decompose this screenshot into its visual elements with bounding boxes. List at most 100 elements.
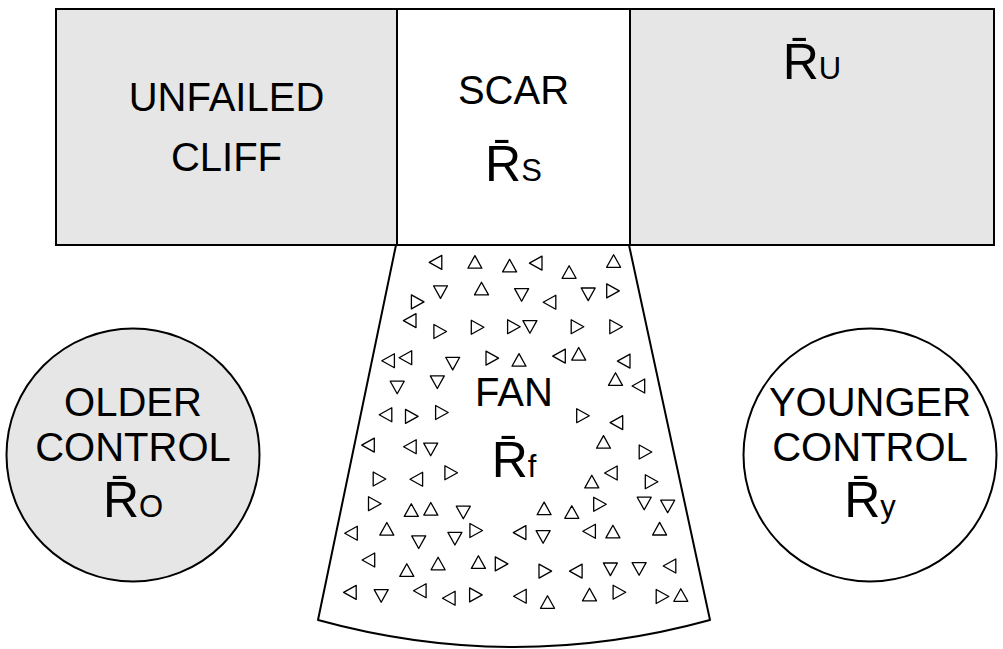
debris-fan: FAN R̄f [318,244,710,649]
debris-triangle [410,472,423,486]
debris-triangle [603,563,617,576]
debris-triangle [443,591,456,605]
debris-triangle [424,503,438,516]
debris-triangle [607,284,620,298]
debris-triangle [585,475,599,488]
control-circle: OLDER CONTROLR̄O [5,327,261,583]
debris-triangle [661,500,675,513]
debris-triangle [581,288,595,301]
debris-triangle [523,321,537,334]
debris-triangle [572,348,586,361]
debris-triangle [605,466,618,480]
debris-triangle [529,256,542,270]
debris-triangle [632,379,645,393]
debris-triangle [674,589,688,602]
debris-triangle [607,255,621,268]
debris-triangle [434,325,447,339]
debris-triangle [570,564,583,578]
debris-triangle [597,436,611,449]
debris-triangle [345,526,358,540]
debris-triangle [632,563,646,576]
mean-symbol: R̄f [492,430,537,490]
debris-triangle [446,357,460,370]
debris-triangle [445,466,458,480]
debris-triangle [539,564,552,578]
debris-triangle [583,524,596,538]
control-circle: YOUNGER CONTROLR̄y [742,327,998,583]
debris-triangle [475,282,489,295]
mean-symbol: R̄y [844,470,896,530]
debris-triangle [663,559,676,573]
debris-triangle [512,354,526,367]
debris-triangle [562,266,576,279]
debris-triangle [468,256,482,269]
debris-triangle [471,556,485,569]
debris-triangle [495,557,508,571]
region-label: SCAR [458,60,569,120]
mean-symbol: R̄S [485,134,542,194]
debris-triangle [362,553,375,567]
cliff-section: R̄U [629,8,995,246]
debris-triangle [430,376,444,389]
debris-triangle [436,406,449,420]
debris-triangle [613,585,626,599]
debris-triangle [536,531,550,544]
debris-triangle [639,445,652,459]
debris-triangle [514,589,527,603]
debris-triangle [434,286,448,299]
debris-triangle [456,506,470,519]
debris-triangle [583,588,597,601]
debris-triangle [594,497,607,511]
debris-triangle [404,504,418,517]
region-label: YOUNGER CONTROL [763,380,978,470]
debris-triangle [543,295,556,309]
cliff-section: UNFAILED CLIFF [55,8,398,246]
debris-triangle [577,409,590,423]
debris-triangle [362,438,375,452]
debris-triangle [656,590,669,604]
region-label: UNFAILED CLIFF [107,67,347,187]
mean-symbol: R̄U [783,32,842,92]
scar-section: SCAR R̄S [396,8,631,246]
debris-triangle [565,506,579,519]
mean-symbol: R̄O [103,470,163,530]
debris-triangle [471,320,484,334]
debris-triangle [541,596,555,609]
debris-triangle [404,440,417,454]
debris-triangle [486,351,499,365]
debris-triangle [610,416,623,430]
debris-triangle [606,525,620,538]
debris-triangle [617,354,630,368]
circle-shape [7,329,260,582]
debris-triangle [380,523,394,536]
debris-triangle [424,443,438,456]
debris-triangle [390,381,404,394]
debris-triangle [470,524,483,538]
debris-triangle [448,532,462,545]
debris-triangle [610,320,623,334]
debris-triangle [571,320,584,334]
debris-triangle [429,255,442,269]
debris-triangle [406,409,419,423]
debris-triangle [503,259,517,272]
circle-shape [744,329,997,582]
debris-triangle [403,314,416,328]
debris-triangle [553,349,566,363]
region-label: OLDER CONTROL [26,380,241,470]
debris-triangle [399,351,412,365]
debris-triangle [373,472,386,486]
fan-shape [318,245,710,647]
debris-triangle [513,526,526,540]
debris-triangle [414,584,427,598]
region-label: FAN [475,362,553,422]
debris-triangle [379,408,392,422]
debris-triangle [637,497,651,510]
debris-triangle [374,590,388,603]
debris-triangle [515,289,529,302]
debris-triangle [344,585,357,599]
debris-triangle [470,588,483,602]
debris-triangle [653,522,667,535]
debris-triangle [400,564,414,577]
debris-triangle [382,354,395,368]
